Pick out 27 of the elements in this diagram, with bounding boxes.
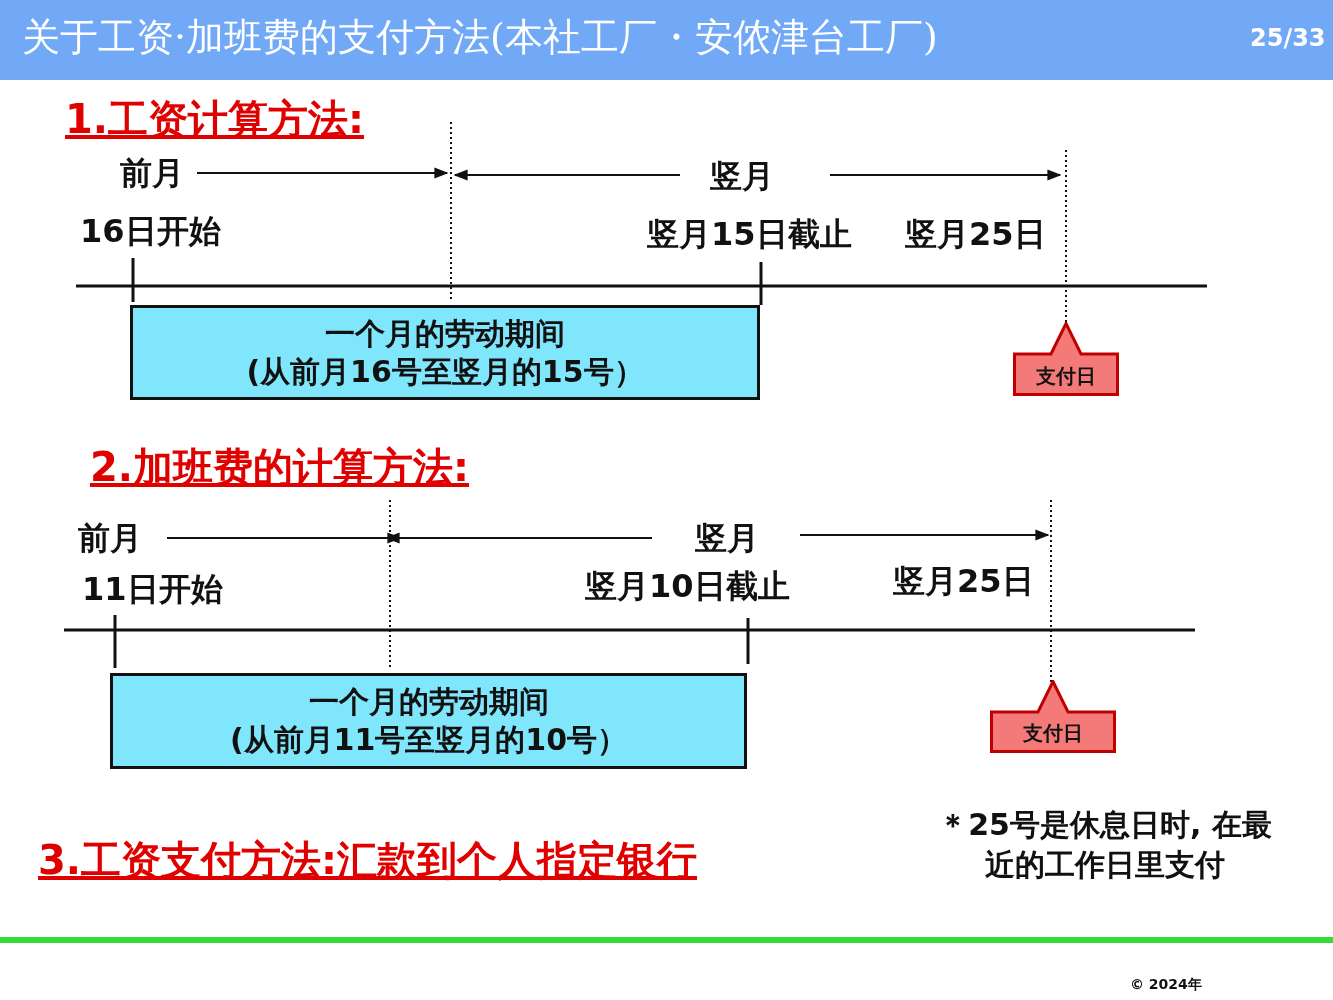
timeline-label: 竖月25日 [905,214,1046,255]
note-text: ＊25号是休息日时, 在最近的工作日里支付 [937,806,1273,884]
box-text: 一个月的劳动期间 [308,683,549,721]
timeline-label: 前月 [78,518,142,559]
section-heading: 1.工资计算方法: [65,95,365,144]
timeline-label: 竖月25日 [893,561,1034,602]
timeline-label: 竖月10日截止 [585,566,790,607]
slide-title: 关于工资·加班费的支付方法(本社工厂・安侬津台工厂) [22,14,938,61]
box-text: (从前月16号至竖月的15号） [246,352,644,391]
payday-marker [1013,322,1119,396]
box-text: 一个月的劳动期间 [325,314,565,353]
payday-text: 支付日 [1022,720,1084,747]
section-heading: 2.加班费的计算方法: [90,443,470,492]
timeline-label: 11日开始 [82,569,223,610]
timeline-label: 前月 [120,153,184,194]
page-number: 25/33 [1250,24,1326,52]
section-heading: 3.工资支付方法:汇款到个人指定银行 [38,836,698,885]
payday-marker [990,680,1116,753]
payday-text: 支付日 [1035,363,1097,390]
timeline-label: 竖月 [710,156,774,197]
period-box [110,673,747,769]
period-box [130,305,760,400]
timeline-label: 竖月 [695,518,759,559]
box-text: (从前月11号至竖月的10号） [229,721,628,759]
timeline-label: 竖月15日截止 [647,214,852,255]
footer-text: © 2024年 [1130,976,1202,994]
timeline-label: 16日开始 [80,211,221,252]
